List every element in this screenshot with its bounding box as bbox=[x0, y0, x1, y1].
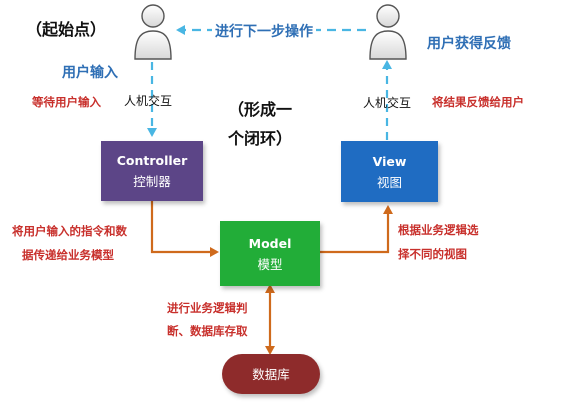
next-step-label: 进行下一步操作 bbox=[212, 21, 316, 41]
database-box: 数据库 bbox=[222, 354, 320, 394]
view-box: View 视图 bbox=[341, 141, 438, 202]
closed-loop-label-1: （形成一 bbox=[228, 100, 293, 119]
model-to-view-arrow bbox=[320, 205, 393, 254]
left-user-icon bbox=[134, 4, 172, 60]
view-title: View bbox=[372, 153, 407, 169]
controller-subtitle: 控制器 bbox=[133, 174, 171, 189]
database-title: 数据库 bbox=[252, 366, 290, 382]
model-subtitle: 模型 bbox=[257, 256, 283, 272]
wait-input-label: 等待用户输入 bbox=[32, 95, 101, 109]
controller-to-model-arrow bbox=[150, 201, 219, 257]
user-feedback-label: 用户获得反馈 bbox=[427, 36, 511, 52]
select-view-label-1: 根据业务逻辑选 bbox=[398, 223, 479, 237]
pass-data-label-1: 将用户输入的指令和数 bbox=[12, 224, 127, 238]
hci-left-label: 人机交互 bbox=[124, 94, 173, 108]
return-to-user-label: 将结果反馈给用户 bbox=[432, 95, 524, 109]
db-logic-label-1: 进行业务逻辑判 bbox=[167, 301, 248, 315]
controller-title: Controller bbox=[116, 153, 188, 168]
start-point-label: （起始点） bbox=[26, 20, 107, 39]
controller-box: Controller 控制器 bbox=[101, 141, 203, 201]
closed-loop-label-2: 个闭环） bbox=[228, 129, 293, 148]
model-box: Model 模型 bbox=[220, 221, 320, 286]
right-user-icon bbox=[369, 4, 407, 60]
select-view-label-2: 择不同的视图 bbox=[398, 247, 467, 261]
hci-right-label: 人机交互 bbox=[363, 96, 412, 110]
user-input-label: 用户输入 bbox=[62, 65, 118, 81]
db-logic-label-2: 断、数据库存取 bbox=[167, 324, 248, 338]
model-title: Model bbox=[248, 235, 292, 251]
view-subtitle: 视图 bbox=[376, 174, 402, 190]
pass-data-label-2: 据传递给业务模型 bbox=[22, 248, 114, 262]
